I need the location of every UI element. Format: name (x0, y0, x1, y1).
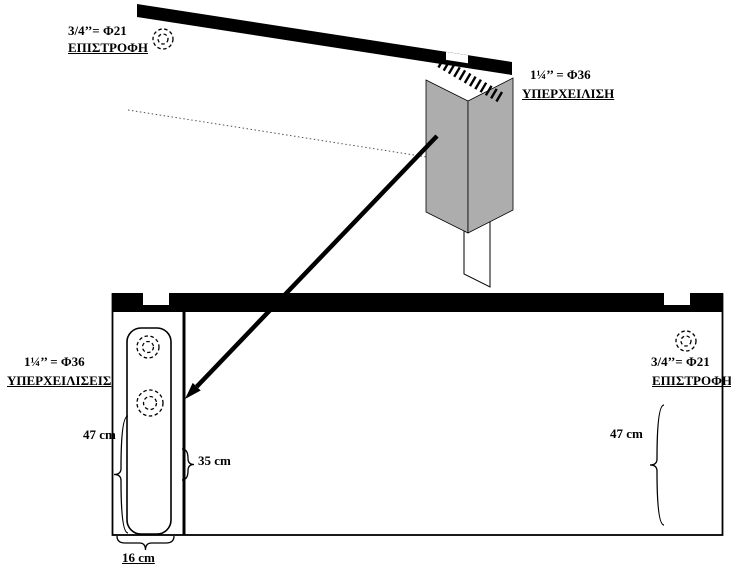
overflow-pipe-icon-2 (136, 389, 164, 417)
return-pipe-icon-front (675, 330, 697, 352)
dim-chamber-16cm-label: 16 cm (122, 550, 155, 565)
tank-rim-perspective (137, 4, 512, 75)
top-return-name-label: ΕΠΙΣΤΡΟΦΗ (68, 40, 148, 55)
weir-cutout-perspective (446, 51, 468, 64)
dotted-reference-line (127, 109, 434, 159)
top-overflow-size-label: 1¼’’ = Φ36 (530, 67, 591, 82)
top-return-size-label: 3/4’’= Φ21 (68, 23, 127, 38)
overflow-chamber-outline (126, 327, 172, 535)
dim-left-47cm-label: 47 cm (83, 427, 116, 442)
brace-bottom-16cm (116, 535, 175, 551)
overflow-pipe-icon-2-inner (142, 395, 158, 411)
pointer-arrow (185, 134, 439, 399)
dim-partition-35cm-label: 35 cm (198, 453, 231, 468)
return-pipe-icon-top (152, 28, 174, 50)
pointer-arrowhead (185, 382, 201, 399)
front-overflow-size-label: 1¼’’ = Φ36 (24, 354, 85, 369)
brace-right-47cm (649, 404, 665, 526)
brace-partition-35cm (181, 448, 195, 481)
front-overflow-name-label: ΥΠΕΡΧΕΙΛΙΣΕΙΣ (7, 373, 112, 388)
overflow-pipe-icon-1 (136, 335, 160, 359)
front-return-name-label: ΕΠΙΣΤΡΟΦΗ (652, 373, 731, 388)
brace-left-47cm (113, 415, 129, 534)
tank-body-front (111, 293, 724, 536)
front-return-size-label: 3/4’’= Φ21 (651, 354, 710, 369)
overflow-box-right-panel (467, 77, 514, 234)
tank-rim-front (112, 293, 723, 312)
return-pipe-icon-top-inner (157, 33, 169, 45)
return-pipe-icon-front-inner (680, 335, 692, 347)
weir-cutout-left (143, 293, 169, 305)
overflow-box-front-panel (425, 79, 469, 234)
overflow-pipe-icon-1-inner (141, 340, 155, 354)
weir-cutout-right (664, 293, 690, 305)
dim-right-47cm-label: 47 cm (610, 426, 643, 441)
weir-comb-teeth (437, 57, 504, 103)
top-overflow-name-label: ΥΠΕΡΧΕΙΛΙΣΗ (522, 86, 615, 101)
